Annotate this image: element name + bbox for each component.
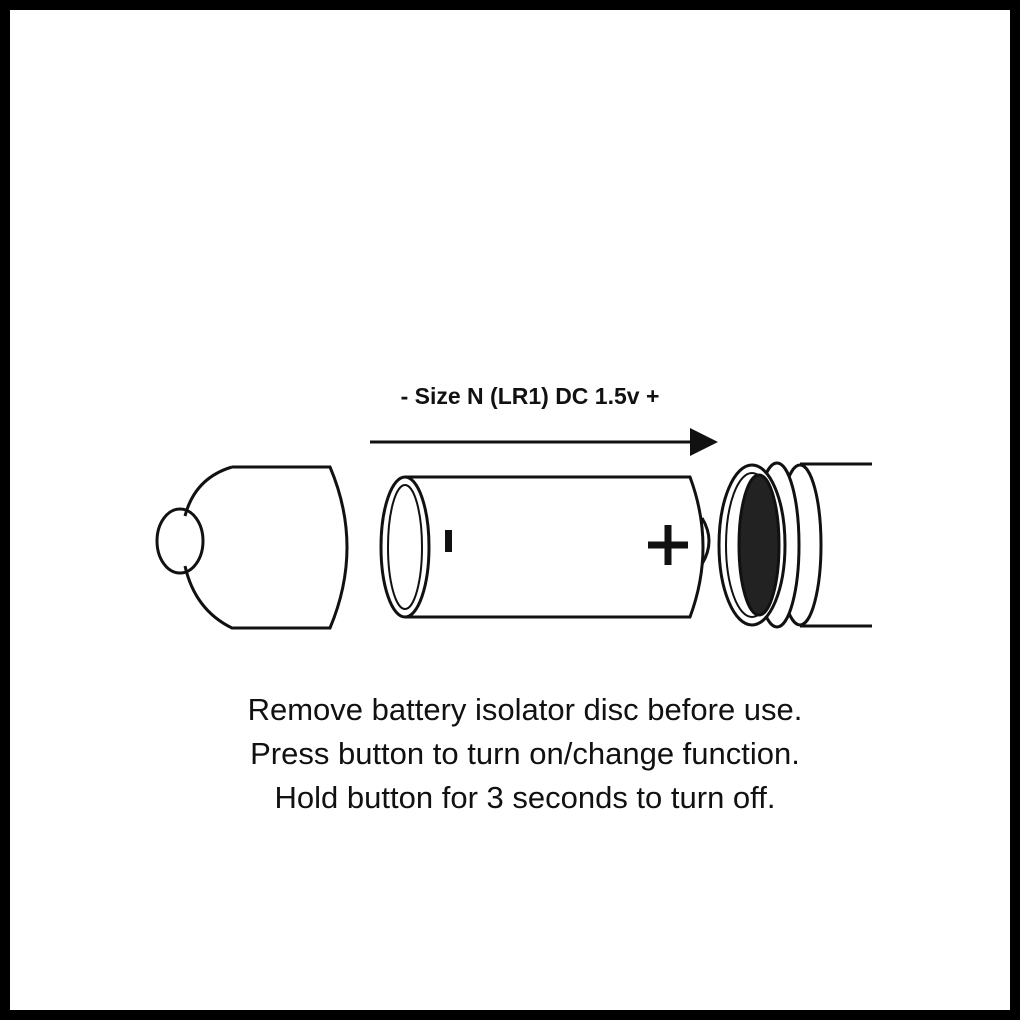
battery-spec-label: - Size N (LR1) DC 1.5v + xyxy=(400,383,660,409)
battery xyxy=(379,475,711,619)
battery-nub xyxy=(700,517,711,565)
end-cap xyxy=(155,465,349,630)
device-body xyxy=(717,461,872,629)
instructions: Remove battery isolator disc before use.… xyxy=(0,688,1020,820)
instruction-line: Remove battery isolator disc before use. xyxy=(247,692,803,727)
insert-arrow xyxy=(370,428,718,456)
instruction-line: Press button to turn on/change function. xyxy=(250,736,800,771)
plus-sign xyxy=(648,525,688,565)
battery-compartment-opening xyxy=(737,473,781,617)
instruction-line: Hold button for 3 seconds to turn off. xyxy=(274,780,776,815)
cap-button xyxy=(155,507,205,575)
minus-sign xyxy=(445,530,452,552)
